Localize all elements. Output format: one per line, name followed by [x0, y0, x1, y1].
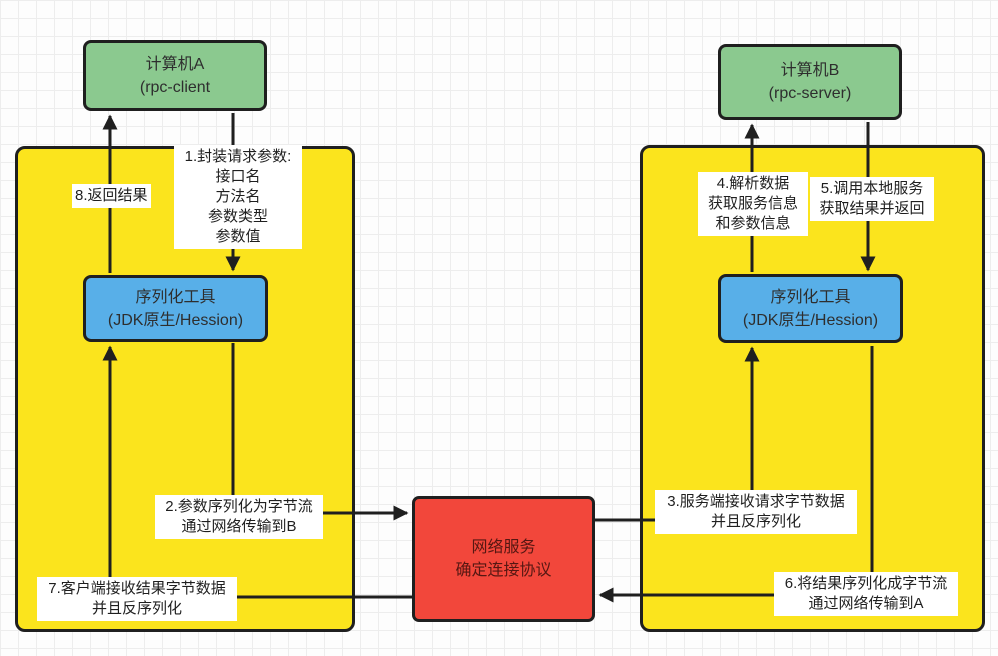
label-step-5: 5.调用本地服务 获取结果并返回 [810, 177, 934, 221]
node-computer-b-subtitle: (rpc-server) [768, 85, 852, 102]
node-serializer-client-subtitle: (JDK原生/Hession) [107, 311, 244, 329]
label-step-8: 8.返回结果 [72, 184, 151, 208]
node-network-service: 网络服务 确定连接协议 [412, 496, 595, 622]
label-step-7: 7.客户端接收结果字节数据 并且反序列化 [37, 577, 237, 621]
node-computer-a: 计算机A (rpc-client [83, 40, 267, 111]
node-network-service-title: 网络服务 [471, 539, 536, 556]
label-step-6: 6.将结果序列化成字节流 通过网络传输到A [774, 572, 958, 616]
node-serializer-server: 序列化工具 (JDK原生/Hession) [718, 274, 903, 343]
label-step-4-line: 4.解析数据 [716, 175, 790, 192]
node-serializer-server-subtitle: (JDK原生/Hession) [742, 311, 879, 329]
label-step-4-line: 获取服务信息 [707, 195, 798, 212]
node-computer-b: 计算机B (rpc-server) [718, 44, 902, 120]
label-step-2-line: 2.参数序列化为字节流 [165, 498, 313, 515]
label-step-4: 4.解析数据 获取服务信息 和参数信息 [698, 172, 808, 236]
label-step-6-line: 通过网络传输到A [808, 595, 924, 612]
arrow-step-2 [231, 343, 409, 521]
label-step-1: 1.封装请求参数: 接口名 方法名 参数类型 参数值 [174, 145, 302, 249]
arrow-step-6 [598, 346, 874, 603]
label-step-5-line: 5.调用本地服务 [820, 180, 924, 197]
label-step-3: 3.服务端接收请求字节数据 并且反序列化 [655, 490, 857, 534]
label-step-2: 2.参数序列化为字节流 通过网络传输到B [155, 495, 323, 539]
server-process-container [640, 145, 985, 632]
node-network-service-subtitle: 确定连接协议 [455, 562, 552, 579]
label-step-4-line: 和参数信息 [715, 215, 791, 232]
label-step-8-line: 8.返回结果 [75, 187, 148, 204]
arrow-step-7 [102, 345, 412, 599]
node-computer-a-title: 计算机A [145, 55, 205, 73]
node-computer-a-subtitle: (rpc-client [139, 78, 211, 96]
label-step-1-line: 接口名 [215, 168, 261, 185]
label-step-6-line: 6.将结果序列化成字节流 [784, 575, 948, 592]
label-step-2-line: 通过网络传输到B [181, 518, 297, 535]
node-computer-b-title: 计算机B [780, 62, 840, 79]
label-step-1-line: 参数值 [215, 228, 261, 245]
label-step-7-line: 并且反序列化 [91, 600, 182, 617]
node-serializer-client: 序列化工具 (JDK原生/Hession) [83, 275, 268, 342]
label-step-1-line: 1.封装请求参数: [184, 148, 292, 165]
label-step-3-line: 3.服务端接收请求字节数据 [667, 493, 845, 510]
label-step-3-line: 并且反序列化 [710, 513, 801, 530]
node-serializer-server-title: 序列化工具 [770, 288, 851, 306]
label-step-7-line: 7.客户端接收结果字节数据 [48, 580, 226, 597]
label-step-5-line: 获取结果并返回 [819, 200, 925, 217]
node-serializer-client-title: 序列化工具 [135, 288, 216, 306]
label-step-1-line: 方法名 [215, 188, 261, 205]
label-step-1-line: 参数类型 [207, 208, 268, 225]
